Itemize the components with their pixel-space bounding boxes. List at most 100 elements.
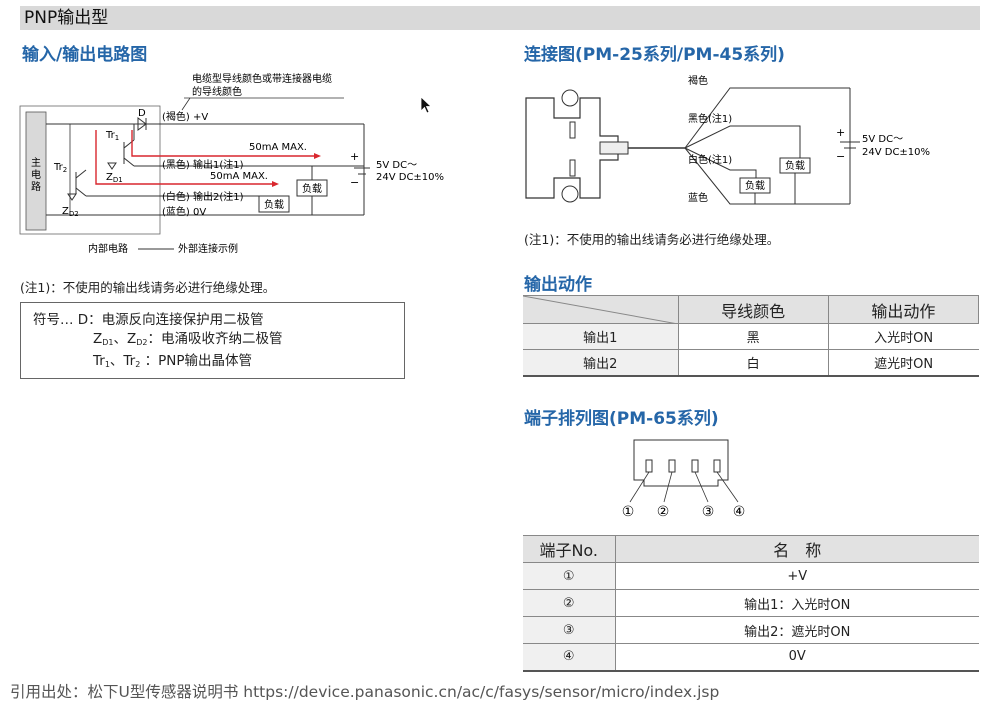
source-citation: 引用出处：松下U型传感器说明书 https://device.panasonic…	[10, 683, 720, 701]
connector-pin-2	[668, 459, 676, 473]
wire-brown	[684, 87, 850, 149]
diode-label: D	[138, 108, 146, 119]
conn-load-1-label: 负载	[785, 159, 805, 172]
output-table: 导线颜色 输出动作 输出1 黑 入光时ON 输出2 白 遮光时ON	[523, 295, 980, 377]
tr2-label: Tr2	[53, 162, 67, 174]
table-row: 输出2 白 遮光时ON	[523, 349, 979, 377]
terminal-row-1-no: ①	[523, 562, 615, 590]
supply-voltage-1: 5V DC～	[376, 160, 417, 171]
conn-supply-plus: +	[836, 126, 845, 139]
output-title: 输出动作	[524, 275, 592, 295]
terminal-number-3: ③	[702, 504, 715, 520]
terminal-title: 端子排列图(PM-65系列)	[524, 409, 719, 429]
symbol-legend: 符号… D：电源反向连接保护用二极管 ZD1、ZD2：电涌吸收齐纳二极管 Tr1…	[20, 302, 405, 379]
conn-supply-minus: −	[836, 150, 845, 163]
leader-1	[629, 471, 650, 503]
supply-plus: +	[350, 150, 359, 163]
main-circuit-label-1: 主	[31, 157, 41, 169]
page-title: PNP输出型	[20, 6, 980, 30]
wire-black-label: (黑色) 输出1(注1)	[162, 158, 244, 171]
cable-note-line1: 电缆型导线颜色或带连接器电缆	[192, 72, 332, 85]
terminal-number-1: ①	[622, 504, 635, 520]
output-row-2-action: 遮光时ON	[827, 349, 979, 377]
sensor-hole-top	[561, 89, 579, 107]
output-col-action: 输出动作	[827, 295, 980, 324]
conn-blue-label: 蓝色	[688, 191, 708, 204]
table-row: ① +V	[523, 562, 979, 590]
terminal-table: 端子No. 名 称 ① +V ② 输出1：入光时ON ③ 输出2：遮光时ON ④…	[523, 535, 979, 672]
supply-minus: −	[350, 176, 359, 189]
current-arrow-1	[314, 153, 321, 159]
circuit-note: (注1)：不使用的输出线请务必进行绝缘处理。	[20, 280, 276, 295]
connection-note: (注1)：不使用的输出线请务必进行绝缘处理。	[524, 232, 780, 247]
current-path-2	[95, 130, 272, 185]
terminal-row-3-name: 输出2：遮光时ON	[614, 616, 979, 644]
connector-pin-4	[713, 459, 721, 473]
supply-voltage-2: 24V DC±10%	[376, 172, 444, 183]
load-1-label: 负载	[302, 182, 322, 195]
output-row-1-action: 入光时ON	[827, 323, 979, 350]
table-row: 输出1 黑 入光时ON	[523, 323, 979, 350]
diode-symbol	[137, 117, 147, 131]
wire-brown-label: (褐色) +V	[162, 110, 208, 123]
output-row-2-color: 白	[677, 349, 829, 377]
sensor-slot-bottom	[569, 159, 576, 177]
internal-label: 内部电路	[88, 242, 128, 255]
connection-title: 连接图(PM-25系列/PM-45系列)	[524, 45, 785, 65]
terminal-row-4-no: ④	[523, 643, 615, 672]
output-row-1-label: 输出1	[523, 323, 678, 350]
wire-black	[684, 125, 801, 158]
cable-note-line2: 的导线颜色	[192, 85, 242, 98]
conn-load-2-label: 负载	[745, 179, 765, 192]
current-path-1	[131, 130, 314, 157]
cable-gland	[599, 141, 629, 155]
terminal-row-2-no: ②	[523, 589, 615, 617]
sensor-body	[525, 97, 619, 199]
internal-circuit-box	[19, 105, 161, 235]
wire-blue-label: (蓝色) 0V	[162, 205, 206, 218]
max1-label: 50mA MAX.	[249, 142, 307, 153]
terminal-row-3-no: ③	[523, 616, 615, 644]
output-table-corner	[523, 295, 679, 324]
terminal-connector-diagram: ① ② ③ ④	[622, 439, 746, 520]
mouse-cursor-icon	[420, 96, 433, 114]
main-circuit-block	[25, 111, 47, 231]
output-row-2-label: 输出2	[523, 349, 678, 377]
terminal-col-no: 端子No.	[523, 535, 615, 563]
conn-black-label: 黑色(注1)	[688, 112, 732, 125]
wire-blue	[684, 147, 850, 205]
terminal-table-header: 端子No. 名 称	[523, 535, 979, 563]
wire-white-label: (白色) 输出2(注1)	[162, 190, 244, 203]
terminal-row-4-name: 0V	[614, 643, 979, 672]
terminal-number-2: ②	[657, 504, 670, 520]
connector-housing	[633, 439, 729, 487]
terminal-row-2-name: 输出1：入光时ON	[614, 589, 979, 617]
output-col-wire-color: 导线颜色	[677, 295, 829, 324]
connector-pin-3	[691, 459, 699, 473]
zd1-symbol	[107, 162, 117, 170]
conn-white-label: 白色(注1)	[688, 153, 732, 166]
io-circuit-diagram: 电缆型导线颜色或带连接器电缆 的导线颜色 主 电 路 D Tr1 ZD1 Tr2…	[19, 72, 444, 255]
conn-supply-voltage-1: 5V DC～	[862, 134, 903, 145]
leader-3	[694, 471, 709, 503]
max2-label: 50mA MAX.	[210, 171, 268, 182]
main-circuit-label-2: 电	[31, 168, 41, 181]
note-leader	[181, 97, 191, 111]
symbol-line-tr: Tr1、Tr2 ：PNP输出晶体管	[93, 353, 252, 369]
terminal-row-1-name: +V	[614, 562, 979, 590]
output-table-header: 导线颜色 输出动作	[523, 295, 980, 324]
sensor-slot-top	[569, 121, 576, 139]
table-row: ③ 输出2：遮光时ON	[523, 616, 979, 644]
tr2-emitter	[75, 187, 87, 197]
zd1-label: ZD1	[106, 172, 123, 184]
zd2-symbol	[67, 193, 77, 201]
tr1-label: Tr1	[105, 130, 119, 142]
terminal-number-4: ④	[733, 504, 746, 520]
zd2-label: ZD2	[62, 206, 79, 218]
tr1-emitter	[123, 157, 135, 167]
leader-4	[716, 471, 739, 503]
wire-white	[684, 147, 757, 178]
symbol-line-zd: ZD1、ZD2：电涌吸收齐纳二极管	[93, 331, 283, 347]
tr2-collector	[75, 169, 87, 179]
table-row: ④ 0V	[523, 643, 979, 672]
